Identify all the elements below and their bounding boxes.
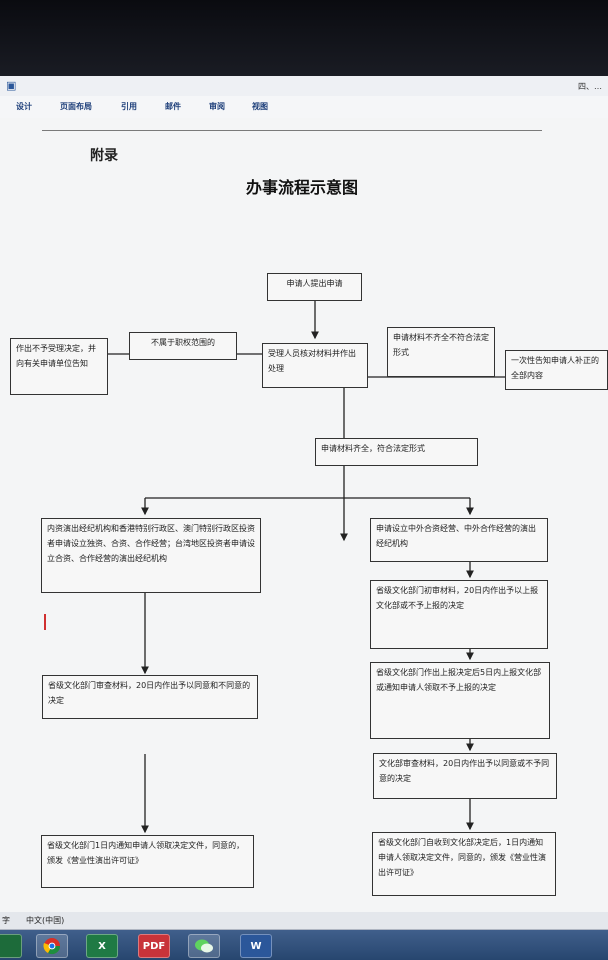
- taskbar-word-icon[interactable]: W: [240, 934, 272, 958]
- status-word-count[interactable]: 字: [2, 916, 10, 925]
- appendix-label: 附录: [90, 148, 118, 164]
- taskbar: 字 中文(中国) X PDF W: [0, 912, 608, 960]
- step-provincial-review-left: 省级文化部门审查材料，20日内作出予以同意和不同意的决定: [42, 675, 258, 719]
- step-ministry-review: 文化部审查材料，20日内作出予以同意或不予同意的决定: [373, 753, 557, 799]
- step-notify-license-right: 省级文化部门自收到文化部决定后，1日内通知申请人领取决定文件，同意的，颁发《营业…: [372, 832, 556, 896]
- status-language[interactable]: 中文(中国): [26, 916, 65, 925]
- tab-design[interactable]: 设计: [16, 102, 32, 111]
- flowchart-title: 办事流程示意图: [246, 178, 359, 197]
- word-app-icon[interactable]: ▣: [6, 79, 17, 92]
- tab-view[interactable]: 视图: [252, 102, 268, 111]
- step-notify-license-left: 省级文化部门1日内通知申请人领取决定文件，同意的，颁发《营业性演出许可证》: [41, 835, 254, 888]
- taskbar-wechat-icon[interactable]: [188, 934, 220, 958]
- step-materials-complete: 申请材料齐全，符合法定形式: [315, 438, 478, 466]
- step-provincial-initial-review: 省级文化部门初审材料，20日内作出予以上报文化部或不予上报的决定: [370, 580, 548, 649]
- taskbar-app-partial[interactable]: [0, 934, 22, 958]
- monitor-bezel: [0, 0, 608, 78]
- header-rule: [42, 130, 542, 131]
- step-provincial-report-ministry: 省级文化部门作出上报决定后5日内上报文化部或通知申请人领取不予上报的决定: [370, 662, 550, 739]
- step-submit-application: 申请人提出申请: [267, 273, 362, 301]
- step-not-in-scope: 不属于职权范围的: [129, 332, 237, 360]
- step-staff-review: 受理人员核对材料并作出处理: [262, 343, 368, 388]
- tab-page-layout[interactable]: 页面布局: [60, 102, 92, 111]
- status-bar: 字 中文(中国): [0, 912, 608, 930]
- step-sino-foreign-joint: 申请设立中外合资经营、中外合作经营的演出经纪机构: [370, 518, 548, 562]
- screen: ▣ 四、… 设计 页面布局 引用 邮件 审阅 视图 附录 办事流程示意图: [0, 76, 608, 912]
- tab-references[interactable]: 引用: [121, 102, 137, 111]
- taskbar-pdf-icon[interactable]: PDF: [138, 934, 170, 958]
- document-page[interactable]: 附录 办事流程示意图: [0, 118, 608, 912]
- step-materials-incomplete: 申请材料不齐全不符合法定形式: [387, 327, 495, 377]
- text-cursor: [44, 614, 46, 630]
- ribbon-tabs: 设计 页面布局 引用 邮件 审阅 视图: [0, 96, 608, 119]
- taskbar-chrome-icon[interactable]: [36, 934, 68, 958]
- tab-review[interactable]: 审阅: [209, 102, 225, 111]
- step-reject-notify: 作出不予受理决定，并向有关申请单位告知: [10, 338, 108, 395]
- step-notify-once: 一次性告知申请人补正的全部内容: [505, 350, 608, 390]
- tab-mailings[interactable]: 邮件: [165, 102, 181, 111]
- taskbar-excel-icon[interactable]: X: [86, 934, 118, 958]
- step-domestic-hk-macao-taiwan: 内资演出经纪机构和香港特别行政区、澳门特别行政区投资者申请设立独资、合资、合作经…: [41, 518, 261, 593]
- document-title: 四、…: [578, 82, 602, 91]
- title-bar: ▣ 四、…: [0, 76, 608, 97]
